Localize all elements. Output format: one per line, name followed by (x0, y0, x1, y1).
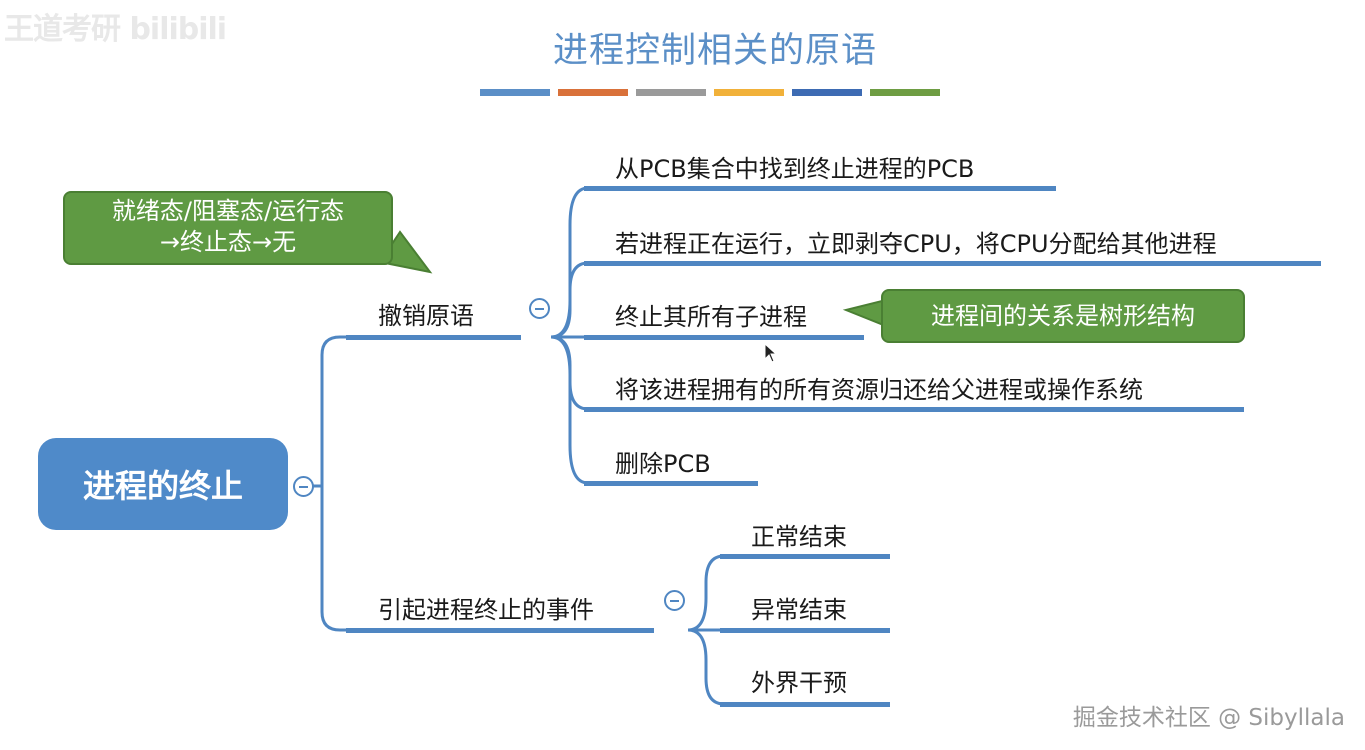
connector-events-item3 (687, 628, 725, 706)
branch-revoke-label[interactable]: 撤销原语 (378, 302, 474, 330)
connector-revoke-item2 (550, 261, 589, 339)
revoke-item-4[interactable]: 将该进程拥有的所有资源归还给父进程或操作系统 (615, 376, 1143, 404)
title-stripe (636, 89, 706, 96)
events-item-2-underline (720, 628, 890, 633)
callout-states[interactable]: 就绪态/阻塞态/运行态 →终止态→无 (63, 191, 393, 265)
callout-tree[interactable]: 进程间的关系是树形结构 (881, 289, 1245, 343)
revoke-item-1[interactable]: 从PCB集合中找到终止进程的PCB (615, 155, 975, 183)
callout-tree-tail (842, 298, 887, 328)
watermark-top-left: 王道考研 bilibili (4, 12, 227, 47)
connector-root-events (320, 486, 348, 632)
callout-states-line1: 就绪态/阻塞态/运行态 (111, 197, 345, 225)
revoke-item-5-underline (584, 481, 758, 486)
revoke-item-2[interactable]: 若进程正在运行，立即剥夺CPU，将CPU分配给其他进程 (615, 230, 1217, 258)
title-stripe (792, 89, 862, 96)
collapse-minus-icon[interactable] (664, 590, 685, 611)
callout-states-line2: →终止态→无 (159, 228, 297, 257)
revoke-item-5[interactable]: 删除PCB (615, 450, 711, 478)
title-stripe (870, 89, 940, 96)
branch-events-label[interactable]: 引起进程终止的事件 (378, 596, 594, 624)
revoke-item-1-underline (584, 186, 1056, 191)
revoke-item-3[interactable]: 终止其所有子进程 (615, 303, 807, 331)
branch-revoke-underline (346, 335, 521, 340)
title-stripe (558, 89, 628, 96)
mouse-pointer-icon (764, 342, 778, 367)
connector-events-item1 (687, 554, 725, 632)
title-stripe (480, 89, 550, 96)
branch-events-underline (346, 628, 654, 633)
events-item-3[interactable]: 外界干预 (751, 669, 847, 697)
page-title: 进程控制相关的原语 (552, 31, 877, 71)
revoke-item-3-underline (584, 335, 864, 340)
collapse-minus-icon[interactable] (529, 298, 550, 319)
events-item-3-underline (720, 702, 890, 707)
revoke-item-4-underline (584, 407, 1244, 412)
events-item-1[interactable]: 正常结束 (751, 523, 847, 551)
revoke-item-2-underline (584, 261, 1321, 266)
events-item-1-underline (720, 554, 890, 559)
title-stripe (714, 89, 784, 96)
collapse-minus-icon[interactable] (293, 476, 314, 497)
watermark-bottom-right: 掘金技术社区 @ Sibyllala (1072, 705, 1345, 731)
connector-root-revoke (305, 335, 348, 488)
root-node[interactable]: 进程的终止 (38, 438, 288, 530)
events-item-2[interactable]: 异常结束 (751, 596, 847, 624)
connector-revoke-item5 (550, 335, 589, 485)
